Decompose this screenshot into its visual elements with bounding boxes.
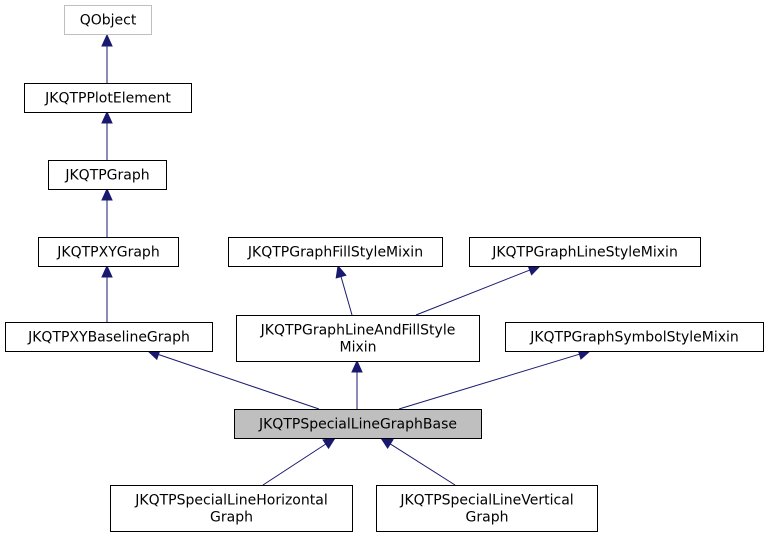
class-box xyxy=(236,315,480,362)
class-node-graph[interactable]: JKQTPGraph xyxy=(48,160,167,190)
class-name-label: JKQTPXYBaselineGraph xyxy=(27,330,190,346)
arrowhead-icon xyxy=(322,437,337,450)
class-box xyxy=(64,5,152,35)
class-node-line-style-mixin[interactable]: JKQTPGraphLineStyleMixin xyxy=(469,237,701,267)
class-box xyxy=(110,485,353,532)
class-node-xy-baseline-graph[interactable]: JKQTPXYBaselineGraph xyxy=(5,322,213,352)
edge-line xyxy=(390,443,456,486)
class-box xyxy=(228,237,443,267)
class-box xyxy=(469,237,701,267)
class-name-label: Graph xyxy=(466,510,509,526)
class-name-label: JKQTPGraphLineStyleMixin xyxy=(491,245,678,261)
inheritance-edge-line-and-fill-style-mixin-to-line-style-mixin xyxy=(415,264,542,316)
class-name-label: Mixin xyxy=(339,340,376,356)
class-name-label: JKQTPGraph xyxy=(64,168,149,184)
arrowhead-icon xyxy=(351,359,363,373)
class-box xyxy=(505,322,764,352)
class-name-label: JKQTPPlotElement xyxy=(44,91,171,107)
inheritance-edge-special-line-horizontal-graph-to-special-line-graph-base xyxy=(262,437,337,486)
class-node-qobject[interactable]: QObject xyxy=(64,5,152,35)
class-node-symbol-style-mixin[interactable]: JKQTPGraphSymbolStyleMixin xyxy=(505,322,764,352)
class-box xyxy=(38,237,179,267)
class-name-label: JKQTPSpecialLineVertical xyxy=(399,493,573,509)
inheritance-edge-graph-to-plot-element xyxy=(101,110,113,160)
edge-line xyxy=(262,443,327,486)
inheritance-edge-xy-graph-to-graph xyxy=(101,187,113,237)
edge-line xyxy=(340,276,353,316)
arrowhead-icon xyxy=(101,33,113,47)
inheritance-edge-line-and-fill-style-mixin-to-fill-style-mixin xyxy=(335,264,353,316)
class-name-label: JKQTPGraphSymbolStyleMixin xyxy=(529,330,739,346)
edge-line xyxy=(398,353,580,410)
class-box xyxy=(24,83,192,113)
class-node-plot-element[interactable]: JKQTPPlotElement xyxy=(24,83,192,113)
inheritance-edge-xy-baseline-graph-to-xy-graph xyxy=(101,264,113,322)
edge-line xyxy=(158,354,320,410)
arrowhead-icon xyxy=(379,437,394,450)
arrowhead-icon xyxy=(101,264,113,278)
class-box xyxy=(234,409,482,439)
inheritance-edge-special-line-vertical-graph-to-special-line-graph-base xyxy=(379,437,456,486)
class-name-label: JKQTPGraphLineAndFillStyle xyxy=(260,323,456,339)
class-node-special-line-graph-base: JKQTPSpecialLineGraphBase xyxy=(234,409,482,439)
class-name-label: JKQTPXYGraph xyxy=(56,245,159,261)
class-name-label: Graph xyxy=(210,510,253,526)
class-box xyxy=(48,160,167,190)
arrowhead-icon xyxy=(101,110,113,124)
class-box xyxy=(5,322,213,352)
inheritance-edge-plot-element-to-qobject xyxy=(101,33,113,83)
arrowhead-icon xyxy=(101,187,113,201)
class-name-label: QObject xyxy=(80,13,137,29)
class-name-label: JKQTPSpecialLineGraphBase xyxy=(258,417,457,433)
class-node-fill-style-mixin[interactable]: JKQTPGraphFillStyleMixin xyxy=(228,237,443,267)
arrowhead-icon xyxy=(335,264,347,279)
inheritance-edges xyxy=(101,33,592,486)
class-nodes: QObjectJKQTPPlotElementJKQTPGraphJKQTPXY… xyxy=(5,5,764,532)
class-name-label: JKQTPGraphFillStyleMixin xyxy=(247,245,423,261)
edge-line xyxy=(415,269,530,316)
class-name-label: JKQTPSpecialLineHorizontal xyxy=(134,493,327,509)
inheritance-edge-special-line-graph-base-to-line-and-fill-style-mixin xyxy=(351,359,363,409)
class-node-xy-graph[interactable]: JKQTPXYGraph xyxy=(38,237,179,267)
class-box xyxy=(376,485,598,532)
